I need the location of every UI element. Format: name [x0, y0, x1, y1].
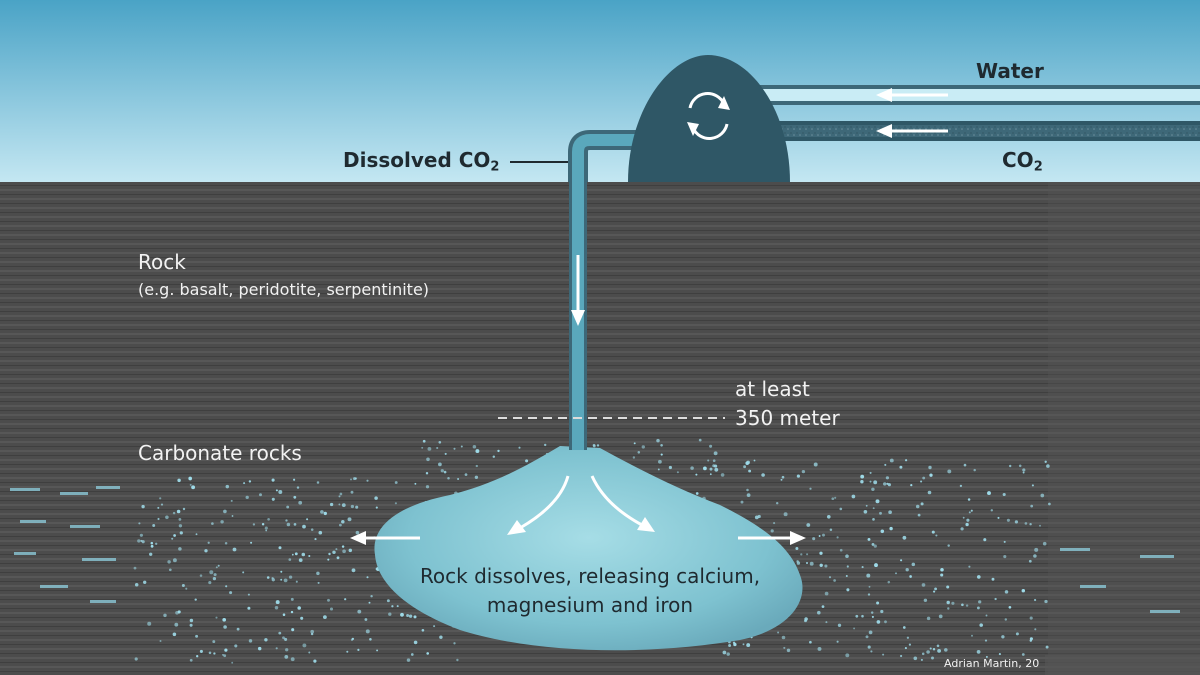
outflow-arrow-right: [738, 531, 806, 545]
outflow-arrow-left: [350, 531, 420, 545]
depth-label-line2: 350 meter: [735, 406, 840, 430]
water-label: Water: [976, 59, 1044, 83]
dissolution-label-line2: magnesium and iron: [486, 593, 694, 617]
rock-edge-blur: [1048, 182, 1200, 675]
spread-arrow-left: [507, 475, 570, 535]
credit-strip: [1045, 655, 1200, 675]
downward-flow-arrow: [571, 255, 585, 326]
dissolved-co2-subscript: 2: [490, 159, 500, 175]
rock-examples-label: (e.g. basalt, peridotite, serpentinite): [138, 280, 430, 299]
dissolution-label-line1: Rock dissolves, releasing calcium,: [419, 564, 761, 588]
injection-plant: [628, 55, 790, 182]
depth-label-line1: at least: [735, 377, 810, 401]
co2-label-subscript: 2: [1033, 159, 1043, 175]
co2-flow-arrow: [876, 124, 948, 138]
spread-arrow-right: [590, 475, 655, 532]
dissolved-co2-label: Dissolved CO2: [343, 150, 499, 173]
water-pipe: [740, 85, 1200, 105]
credit-label: Adrian Martin, 20: [944, 657, 1040, 670]
circular-arrows-icon: [687, 92, 730, 140]
co2-pipe: [740, 121, 1200, 141]
co2-label: CO2: [1002, 150, 1043, 173]
rock-label: Rock: [138, 250, 186, 274]
co2-label-text: CO: [1002, 148, 1034, 172]
dissolution-pool: [374, 446, 803, 651]
water-flow-arrow: [876, 88, 948, 102]
injection-pipe-core: [572, 134, 640, 182]
blurred-dot-streaks: [10, 486, 1180, 613]
dissolved-co2-text: Dissolved CO: [343, 148, 491, 172]
carbonate-rocks-label: Carbonate rocks: [138, 441, 302, 465]
